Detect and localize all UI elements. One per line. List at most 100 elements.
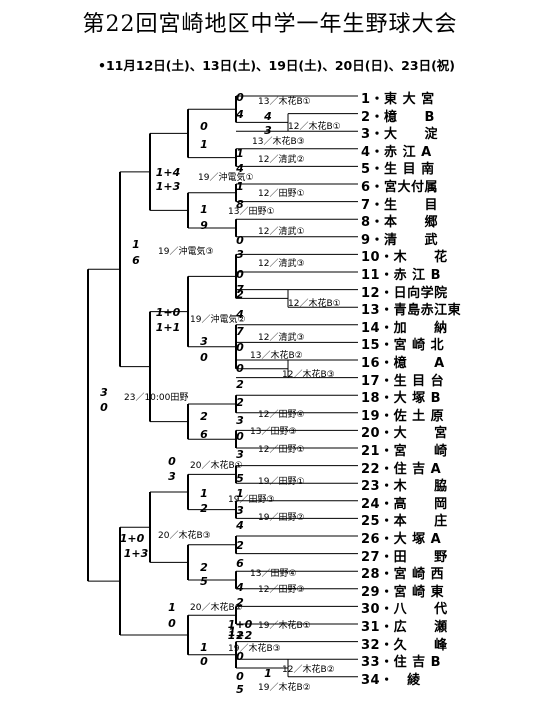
match-venue-label: 19／田野② — [258, 512, 305, 523]
match-venue-label: 20／木花B③ — [158, 529, 211, 541]
score-label: 0 — [236, 91, 244, 104]
match-venue-label: 13／田野④ — [250, 568, 297, 579]
score-label: 1+4 — [156, 166, 181, 179]
score-label: 0 — [200, 655, 208, 668]
score-label: 0 — [236, 430, 244, 443]
score-label: 1 — [236, 487, 244, 500]
score-label: 4 — [235, 162, 244, 175]
team-label: 11・赤 江 B — [361, 268, 442, 283]
team-label: 12・日向学院 — [361, 285, 448, 301]
team-label: 31・広 瀬 — [361, 620, 448, 635]
score-label: 1 — [200, 487, 208, 500]
match-venue-label: 12／田野① — [258, 188, 305, 199]
score-label: 6 — [236, 557, 244, 570]
match-venue-label: 12／田野① — [258, 444, 305, 455]
score-label: 2 — [200, 561, 208, 574]
score-label: 7 — [236, 283, 244, 296]
score-label: 1+3 — [124, 547, 149, 560]
match-venue-label: 13／木花B② — [250, 349, 303, 361]
match-venue-label: 19／田野① — [258, 476, 305, 487]
score-label: 4 — [235, 308, 244, 321]
match-venue-label: 20／木花B① — [190, 459, 243, 471]
score-label: 4 — [235, 581, 244, 594]
team-label: 13・青島赤江東 — [361, 303, 462, 319]
score-label: 3 — [200, 335, 208, 348]
score-label: 0 — [168, 455, 176, 468]
score-label: 6 — [132, 254, 140, 267]
score-label: 3 — [264, 124, 272, 137]
schedule-dates: •11月12日(土)、13日(土)、19日(土)、20日(日)、23日(祝) — [98, 58, 455, 73]
match-venue-label: 20／木花B② — [190, 601, 243, 613]
score-label: 3 — [236, 248, 244, 261]
match-venue-label: 19／木花B③ — [228, 642, 281, 654]
match-venue-label: 13／木花B① — [258, 95, 311, 107]
score-label: 1 — [200, 138, 208, 151]
match-venue-label: 12／田野④ — [258, 409, 305, 420]
team-label: 5・生 目 南 — [361, 162, 435, 178]
score-label: 3 — [236, 414, 244, 427]
score-label: 2 — [236, 629, 244, 642]
score-label: 1 — [264, 667, 272, 680]
score-label: 1+3 — [156, 180, 181, 193]
match-venue-label: 19／木花B② — [258, 681, 311, 693]
score-label: 2 — [236, 596, 244, 609]
score-label: 1+0 — [120, 532, 145, 545]
team-label: 2・檍 B — [361, 109, 435, 125]
score-label: 3 — [236, 504, 244, 517]
team-label: 24・高 岡 — [361, 496, 448, 512]
score-label: 9 — [200, 219, 208, 232]
team-label: 32・久 峰 — [361, 637, 448, 653]
score-label: 0 — [236, 650, 244, 663]
match-venue-label: 12／清武③ — [258, 331, 305, 343]
team-label: 22・住 吉 A — [361, 461, 442, 477]
team-label: 7・生 目 — [361, 197, 439, 213]
score-label: 4 — [235, 519, 244, 532]
score-label: 8 — [236, 198, 244, 211]
score-label: 2 — [236, 378, 244, 391]
score-label: 5 — [236, 472, 244, 485]
team-label: 27・田 野 — [361, 549, 448, 565]
match-venue-label: 13／田野① — [228, 206, 275, 217]
match-venue-label: 19／沖電気② — [190, 313, 246, 325]
team-label: 20・大 宮 — [361, 426, 448, 442]
score-label: 0 — [200, 351, 208, 364]
match-venue-label: 12／清武③ — [258, 257, 305, 269]
score-label: 1+2 — [228, 629, 253, 642]
team-label: 4・赤 江 A — [361, 144, 432, 160]
score-label: 1 — [132, 238, 140, 251]
team-label: 29・宮 崎 東 — [361, 584, 445, 600]
score-label: 0 — [100, 401, 108, 414]
team-label: 28・宮 崎 西 — [361, 567, 445, 583]
page-title: 第22回宮崎地区中学一年生野球大会 — [82, 12, 458, 37]
score-label: 7 — [236, 325, 244, 338]
team-label: 15・宮 崎 北 — [361, 338, 445, 354]
score-label: 1 — [200, 203, 208, 216]
score-label: 2 — [200, 410, 208, 423]
match-venue-label: 12／木花B① — [288, 120, 341, 132]
team-label: 25・本 庄 — [361, 514, 448, 530]
match-venue-label: 23／10:00田野 — [124, 392, 188, 403]
score-label: 0 — [236, 362, 244, 375]
score-label: 0 — [200, 120, 208, 133]
team-label: 17・生 目 台 — [361, 373, 445, 389]
team-label: 10・木 花 — [361, 250, 448, 266]
score-label: 2 — [200, 502, 208, 515]
team-label: 34・ 綾 — [361, 672, 421, 688]
match-venue-label: 19／田野③ — [228, 494, 275, 505]
score-label: 2 — [236, 396, 244, 409]
score-label: 5 — [236, 683, 244, 696]
team-label: 33・住 吉 B — [361, 655, 442, 671]
score-label: 3 — [236, 448, 244, 461]
score-label: 4 — [263, 110, 272, 123]
match-venue-label: 12／木花B① — [288, 297, 341, 309]
match-venue-label: 19／沖電気③ — [158, 245, 214, 257]
score-label: 0 — [236, 341, 244, 354]
score-label: 1 — [200, 641, 208, 654]
score-label: 1 — [168, 601, 176, 614]
match-venue-label: 19／沖電気① — [198, 171, 254, 183]
team-label: 1・東 大 宮 — [361, 92, 435, 107]
team-label: 26・大 塚 A — [361, 532, 442, 547]
match-venue-label: 12／清武② — [258, 153, 305, 165]
team-label: 19・佐 土 原 — [361, 408, 445, 424]
team-label: 8・本 郷 — [361, 215, 439, 231]
